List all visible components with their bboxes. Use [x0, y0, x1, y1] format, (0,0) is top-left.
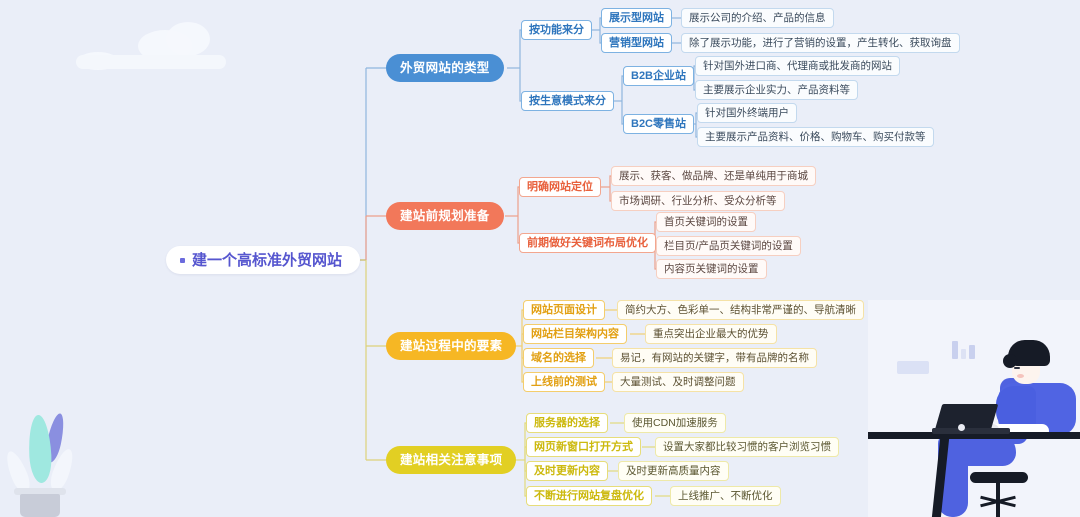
leaf-node[interactable]: 重点突出企业最大的优势 — [645, 324, 777, 344]
leaf-node[interactable]: 设置大家都比较习惯的客户浏览习惯 — [655, 437, 839, 457]
leaf-label: 除了展示功能，进行了营销的设置，产生转化、获取询盘 — [689, 36, 952, 49]
subnode-new-window-open[interactable]: 网页新窗口打开方式 — [526, 437, 641, 457]
leaf-node[interactable]: 大量测试、及时调整问题 — [612, 372, 744, 392]
leaf-label: 展示、获客、做品牌、还是单纯用于商城 — [619, 169, 808, 182]
leaf-node[interactable]: 栏目页/产品页关键词的设置 — [656, 236, 801, 256]
leaf-label: 首页关键词的设置 — [664, 215, 748, 228]
leaf-label: 展示公司的介绍、产品的信息 — [689, 11, 826, 24]
leaf-node[interactable]: 展示、获客、做品牌、还是单纯用于商城 — [611, 166, 816, 186]
subnode-marketing-website[interactable]: 营销型网站 — [601, 33, 672, 53]
branch-node-build-elements[interactable]: 建站过程中的要素 — [386, 332, 517, 360]
branch-label: 建站相关注意事项 — [400, 452, 503, 467]
subnode-label: 前期做好关键词布局优化 — [527, 236, 648, 249]
leaf-label: 及时更新高质量内容 — [626, 464, 721, 477]
leaf-label: 大量测试、及时调整问题 — [620, 375, 736, 388]
leaf-label: 上线推广、不断优化 — [678, 489, 773, 502]
subnode-label: B2B企业站 — [631, 69, 687, 82]
subnode-label: 营销型网站 — [609, 36, 664, 49]
leaf-label: 设置大家都比较习惯的客户浏览习惯 — [663, 440, 831, 453]
subnode-keyword-layout[interactable]: 前期做好关键词布局优化 — [519, 233, 656, 253]
subnode-label: 按生意模式来分 — [529, 94, 606, 107]
subnode-pre-launch-testing[interactable]: 上线前的测试 — [523, 372, 605, 392]
subnode-domain-choice[interactable]: 域名的选择 — [523, 348, 594, 368]
subnode-label: 网站页面设计 — [531, 303, 597, 316]
branch-node-website-types[interactable]: 外贸网站的类型 — [386, 54, 504, 82]
leaf-node[interactable]: 易记，有网站的关键字，带有品牌的名称 — [612, 348, 817, 368]
subnode-display-website[interactable]: 展示型网站 — [601, 8, 672, 28]
subnode-label: 明确网站定位 — [527, 180, 593, 193]
subnode-b2b[interactable]: B2B企业站 — [623, 66, 695, 86]
leaf-label: 重点突出企业最大的优势 — [653, 327, 769, 340]
leaf-node[interactable]: 主要展示产品资料、价格、购物车、购买付款等 — [697, 127, 934, 147]
leaf-node[interactable]: 市场调研、行业分析、受众分析等 — [611, 191, 785, 211]
branch-label: 外贸网站的类型 — [400, 60, 490, 75]
leaf-label: 针对国外进口商、代理商或批发商的网站 — [703, 59, 892, 72]
subnode-timely-update[interactable]: 及时更新内容 — [526, 461, 608, 481]
subnode-label: 域名的选择 — [531, 351, 586, 364]
subnode-label: 服务器的选择 — [534, 416, 600, 429]
leaf-label: 针对国外终端用户 — [705, 106, 789, 119]
leaf-node[interactable]: 内容页关键词的设置 — [656, 259, 767, 279]
subnode-by-function[interactable]: 按功能来分 — [521, 20, 592, 40]
subnode-label: 网站栏目架构内容 — [531, 327, 619, 340]
branch-label: 建站过程中的要素 — [400, 338, 503, 353]
subnode-label: 展示型网站 — [609, 11, 664, 24]
leaf-node[interactable]: 针对国外进口商、代理商或批发商的网站 — [695, 56, 900, 76]
branch-node-pre-planning[interactable]: 建站前规划准备 — [386, 202, 504, 230]
subnode-server-choice[interactable]: 服务器的选择 — [526, 413, 608, 433]
root-node[interactable]: 建一个高标准外贸网站 — [166, 246, 361, 274]
leaf-label: 内容页关键词的设置 — [664, 262, 759, 275]
leaf-node[interactable]: 除了展示功能，进行了营销的设置，产生转化、获取询盘 — [681, 33, 960, 53]
branch-node-precautions[interactable]: 建站相关注意事项 — [386, 446, 517, 474]
subnode-column-structure[interactable]: 网站栏目架构内容 — [523, 324, 627, 344]
subnode-label: B2C零售站 — [631, 117, 687, 130]
leaf-node[interactable]: 上线推广、不断优化 — [670, 486, 781, 506]
leaf-node[interactable]: 使用CDN加速服务 — [624, 413, 726, 433]
subnode-site-positioning[interactable]: 明确网站定位 — [519, 177, 601, 197]
leaf-node[interactable]: 首页关键词的设置 — [656, 212, 756, 232]
subnode-b2c[interactable]: B2C零售站 — [623, 114, 695, 134]
subnode-label: 不断进行网站复盘优化 — [534, 489, 644, 502]
subnode-page-design[interactable]: 网站页面设计 — [523, 300, 605, 320]
subnode-label: 按功能来分 — [529, 23, 584, 36]
leaf-label: 使用CDN加速服务 — [632, 416, 718, 429]
leaf-label: 栏目页/产品页关键词的设置 — [664, 239, 793, 252]
leaf-node[interactable]: 展示公司的介绍、产品的信息 — [681, 8, 834, 28]
leaf-node[interactable]: 针对国外终端用户 — [697, 103, 797, 123]
leaf-label: 主要展示产品资料、价格、购物车、购买付款等 — [705, 130, 926, 143]
subnode-label: 上线前的测试 — [531, 375, 597, 388]
leaf-node[interactable]: 及时更新高质量内容 — [618, 461, 729, 481]
leaf-node[interactable]: 简约大方、色彩单一、结构非常严谨的、导航清晰 — [617, 300, 864, 320]
leaf-node[interactable]: 主要展示企业实力、产品资料等 — [695, 80, 858, 100]
leaf-label: 简约大方、色彩单一、结构非常严谨的、导航清晰 — [625, 303, 856, 316]
subnode-continuous-review[interactable]: 不断进行网站复盘优化 — [526, 486, 652, 506]
branch-label: 建站前规划准备 — [400, 208, 490, 223]
subnode-label: 网页新窗口打开方式 — [534, 440, 633, 453]
root-bullet-icon — [180, 257, 185, 263]
subnode-by-business-model[interactable]: 按生意模式来分 — [521, 91, 614, 111]
leaf-label: 易记，有网站的关键字，带有品牌的名称 — [620, 351, 809, 364]
leaf-label: 主要展示企业实力、产品资料等 — [703, 83, 850, 96]
subnode-label: 及时更新内容 — [534, 464, 600, 477]
leaf-label: 市场调研、行业分析、受众分析等 — [619, 194, 777, 207]
root-node-label: 建一个高标准外贸网站 — [192, 251, 343, 269]
